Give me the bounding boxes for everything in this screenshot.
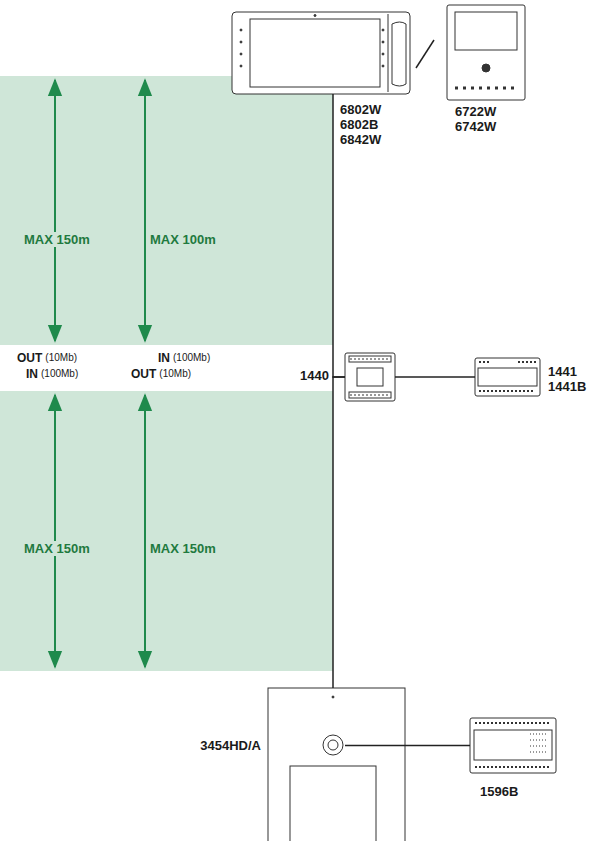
port-label: (10Mb)	[45, 352, 77, 363]
module-label: 1441 1441B	[548, 364, 586, 394]
port-label: (10Mb)	[159, 368, 191, 379]
device-node: 3454HD/A	[268, 688, 405, 841]
device-node: 6722W 6742W	[447, 5, 525, 100]
distance-label: MAX 100m	[150, 232, 216, 247]
power-supply-illustration	[470, 718, 556, 773]
distance-label: MAX 150m	[150, 541, 216, 556]
device-node: 1596B	[470, 718, 556, 773]
distance-arrow	[144, 80, 146, 341]
port-label: (100Mb)	[41, 368, 78, 379]
distance-label: MAX 150m	[24, 541, 90, 556]
port-label: IN	[158, 351, 170, 365]
bus-wire	[333, 377, 345, 688]
monitor-label: 6802W 6802B 6842W	[340, 102, 381, 147]
upper-zone	[0, 76, 333, 345]
entry-panel-illustration	[268, 688, 405, 841]
monitor-illustration	[232, 12, 410, 94]
bus-wire	[345, 745, 470, 747]
switch-module-illustration	[345, 353, 395, 401]
power-module-illustration	[475, 358, 540, 396]
distance-label: MAX 150m	[24, 232, 90, 247]
distance-arrow	[54, 80, 56, 341]
port-label: IN	[26, 367, 38, 381]
monitor-label: 6722W 6742W	[455, 104, 496, 134]
device-node: 6802W 6802B 6842W	[232, 12, 410, 94]
module-label: 1596B	[480, 784, 518, 799]
port-label: OUT	[131, 367, 156, 381]
port-label: (100Mb)	[173, 352, 210, 363]
port-label: OUT	[17, 351, 42, 365]
panel-label: 3454HD/A	[200, 738, 261, 753]
lower-zone	[0, 391, 333, 671]
device-node: 1441 1441B	[475, 358, 540, 396]
alternative-slash	[416, 40, 434, 68]
distance-arrow	[144, 395, 146, 667]
device-node: 1440	[345, 353, 395, 401]
module-label: 1440	[300, 368, 329, 383]
distance-arrow	[54, 395, 56, 667]
bus-wire	[395, 376, 475, 378]
monitor-illustration	[447, 5, 525, 100]
